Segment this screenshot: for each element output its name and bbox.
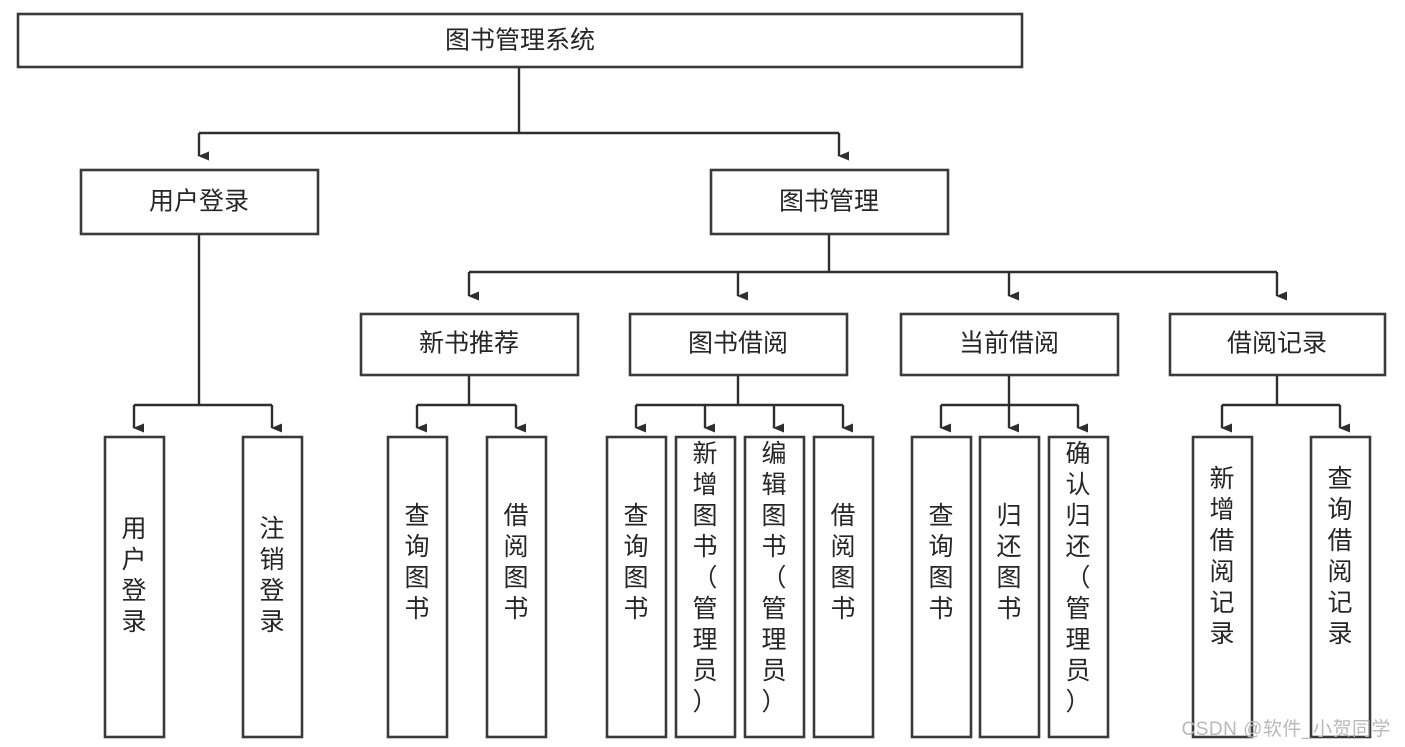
leaf-label: 查询图书 [623, 502, 648, 623]
leaf-node[interactable]: 查询图书 [910, 435, 973, 739]
leaf-node[interactable]: 查询图书 [386, 435, 449, 739]
user-login-box[interactable] [79, 168, 320, 236]
leaf-box-borrow-borrow-book[interactable] [812, 435, 875, 739]
leaf-label: 用户登录 [121, 515, 146, 636]
edge-group-new-book-recommend-to-leaves [415, 375, 526, 433]
leaf-node[interactable]: 查询图书 [605, 435, 668, 739]
leaf-label: 注销登录 [259, 515, 284, 636]
new-book-recommend-label: 新书推荐 [419, 330, 519, 358]
leaf-box-new-book-query[interactable] [386, 435, 449, 739]
leaf-node[interactable]: 注销登录 [241, 435, 304, 739]
leaf-node[interactable]: 借阅图书 [812, 435, 875, 739]
node-book-borrow[interactable]: 图书借阅 [628, 312, 849, 377]
node-current-borrow[interactable]: 当前借阅 [899, 312, 1120, 377]
node-new-book-recommend[interactable]: 新书推荐 [359, 312, 580, 377]
borrow-record-label: 借阅记录 [1227, 330, 1327, 358]
new-book-recommend-box[interactable] [359, 312, 580, 377]
node-root-book-management-system[interactable]: 图书管理系统 [16, 12, 1024, 69]
book-borrow-box[interactable] [628, 312, 849, 377]
leaf-label: 查询图书 [404, 502, 429, 623]
leaf-box-record-add[interactable] [1191, 435, 1254, 739]
book-management-label: 图书管理 [779, 188, 879, 216]
leaf-label: 归还图书 [996, 502, 1021, 623]
book-management-box[interactable] [709, 168, 950, 236]
csdn-watermark: CSDN @软件_小贺同学 [1181, 719, 1391, 740]
leaf-box-current-return-book[interactable] [978, 435, 1041, 739]
leaf-box-new-book-borrow[interactable] [485, 435, 548, 739]
current-borrow-box[interactable] [899, 312, 1120, 377]
leaf-label: 借阅图书 [503, 502, 528, 623]
leaf-label: 查询借阅记录 [1327, 465, 1352, 648]
leaf-box-user-login-logout[interactable] [241, 435, 304, 739]
user-login-label: 用户登录 [149, 188, 249, 216]
edge-group-user-login-to-leaves [132, 234, 282, 433]
borrow-record-box[interactable] [1168, 312, 1387, 377]
leaf-node[interactable]: 查询借阅记录 [1309, 435, 1372, 739]
edge-group-root-to-level2 [197, 67, 849, 161]
leaf-box-user-login-login[interactable] [103, 435, 166, 739]
root-label: 图书管理系统 [445, 27, 595, 55]
leaf-node[interactable]: 编辑图书（管理员） [743, 435, 806, 739]
leaf-box-current-query-book[interactable] [910, 435, 973, 739]
edge-group-current-borrow-to-leaves [939, 375, 1088, 433]
leaf-node[interactable]: 确认归还（管理员） [1047, 435, 1110, 739]
leaf-node[interactable]: 借阅图书 [485, 435, 548, 739]
book-borrow-label: 图书借阅 [688, 330, 788, 358]
edge-group-book-borrow-to-leaves [634, 375, 853, 433]
edge-group-book-manage-to-level3 [467, 234, 1287, 301]
leaf-label: 编辑图书（管理员） [761, 440, 786, 716]
leaf-node[interactable]: 用户登录 [103, 435, 166, 739]
leaf-box-current-confirm-return[interactable] [1047, 435, 1110, 739]
leaf-node[interactable]: 新增借阅记录 [1191, 435, 1254, 739]
leaf-box-borrow-add-book[interactable] [674, 435, 737, 739]
node-book-management[interactable]: 图书管理 [709, 168, 950, 236]
node-borrow-record[interactable]: 借阅记录 [1168, 312, 1387, 377]
leaf-label: 查询图书 [928, 502, 953, 623]
edge-group-borrow-record-to-leaves [1220, 375, 1350, 433]
leaf-box-borrow-edit-book[interactable] [743, 435, 806, 739]
leaf-label: 新增图书（管理员） [692, 440, 717, 716]
leaf-box-borrow-query-book[interactable] [605, 435, 668, 739]
root-box[interactable] [16, 12, 1024, 69]
current-borrow-label: 当前借阅 [959, 330, 1059, 358]
leaf-label: 借阅图书 [830, 502, 855, 623]
leaf-label: 新增借阅记录 [1209, 465, 1234, 648]
leaf-node[interactable]: 归还图书 [978, 435, 1041, 739]
leaf-box-record-query[interactable] [1309, 435, 1372, 739]
node-user-login[interactable]: 用户登录 [79, 168, 320, 236]
leaf-label: 确认归还（管理员） [1065, 440, 1090, 716]
leaf-node[interactable]: 新增图书（管理员） [674, 435, 737, 739]
